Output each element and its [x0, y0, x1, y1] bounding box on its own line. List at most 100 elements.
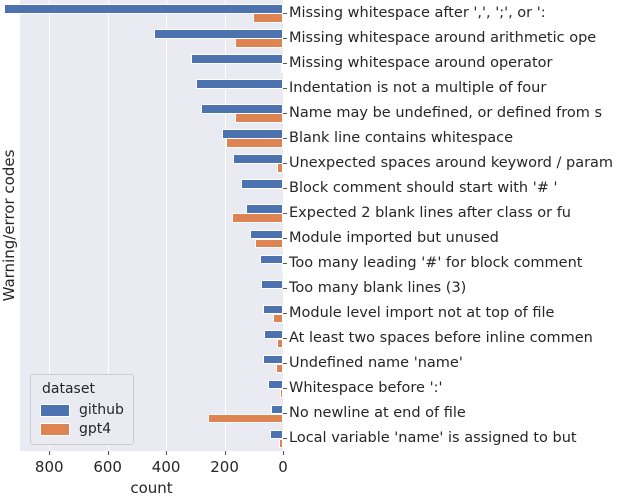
legend-label-gpt4: gpt4	[79, 421, 112, 437]
legend-title: dataset	[42, 381, 95, 397]
y-tick	[283, 288, 287, 290]
bar-row	[20, 326, 283, 351]
gridline-400	[166, 0, 168, 451]
bar-row	[20, 376, 283, 401]
y-tick-label: Too many blank lines (3)	[289, 280, 467, 297]
bar-gpt4[interactable]	[226, 138, 283, 148]
y-tick	[283, 137, 287, 139]
x-tick	[166, 451, 168, 455]
y-tick-label: No newline at end of file	[289, 405, 466, 422]
bar-gpt4[interactable]	[282, 263, 285, 274]
y-tick-label: Module imported but unused	[289, 230, 499, 247]
bar-row	[20, 226, 283, 251]
bar-github[interactable]	[268, 379, 283, 390]
y-tick-label: Expected 2 blank lines after class or fu	[289, 204, 571, 221]
y-tick-label: Missing whitespace around arithmetic ope	[289, 29, 597, 46]
y-tick	[283, 238, 287, 240]
y-tick	[283, 112, 287, 114]
bar-row	[20, 50, 283, 75]
y-tick-label: Too many leading '#' for block comment	[289, 255, 583, 272]
bar-github[interactable]	[263, 354, 283, 365]
y-tick	[283, 212, 287, 214]
bar-gpt4[interactable]	[277, 338, 283, 349]
y-tick	[283, 37, 287, 39]
bar-gpt4[interactable]	[277, 163, 283, 173]
bar-github[interactable]	[264, 329, 283, 340]
y-tick-label: At least two spaces before inline commen	[289, 330, 593, 347]
bar-gpt4[interactable]	[231, 213, 283, 223]
bar-github[interactable]	[153, 29, 283, 39]
x-tick	[49, 451, 51, 455]
y-tick	[283, 388, 287, 390]
bar-github[interactable]	[260, 279, 283, 290]
x-tick	[283, 451, 284, 455]
x-tick-label: 200	[210, 458, 239, 476]
bar-row	[20, 25, 283, 50]
bar-row	[20, 401, 283, 426]
y-tick	[283, 12, 287, 14]
y-tick	[283, 438, 287, 440]
bar-gpt4[interactable]	[235, 113, 283, 123]
bar-row	[20, 251, 285, 276]
bar-row	[20, 276, 283, 301]
y-tick	[283, 363, 287, 365]
bar-github[interactable]	[196, 79, 283, 89]
y-tick	[283, 162, 287, 164]
x-axis-title: count	[130, 479, 173, 497]
legend-item-gpt4[interactable]: gpt4	[40, 421, 124, 437]
bar-github[interactable]	[269, 429, 283, 440]
gridline-800	[49, 0, 51, 451]
y-tick-label: Whitespace before ':'	[289, 380, 443, 397]
x-tick	[224, 451, 226, 455]
bar-github[interactable]	[190, 54, 283, 64]
y-tick-label: Module level import not at top of file	[289, 305, 555, 322]
legend-label-github: github	[79, 402, 124, 418]
bar-github[interactable]	[3, 4, 283, 14]
bar-gpt4[interactable]	[280, 63, 283, 73]
x-tick-label: 0	[278, 458, 288, 476]
bar-row	[20, 426, 283, 451]
y-tick-label: Blank line contains whitespace	[289, 129, 514, 146]
bar-gpt4[interactable]	[279, 388, 283, 399]
bar-gpt4[interactable]	[273, 313, 283, 324]
bar-row	[20, 100, 283, 125]
y-tick	[283, 87, 287, 89]
bar-gpt4[interactable]	[252, 13, 283, 23]
legend-swatch-gpt4	[40, 422, 70, 436]
y-tick-label: Undefined name 'name'	[289, 355, 463, 372]
bar-row	[20, 175, 283, 200]
gridline-200	[224, 0, 226, 451]
bar-gpt4[interactable]	[235, 38, 283, 48]
bar-gpt4[interactable]	[208, 413, 283, 424]
bar-row	[20, 200, 283, 225]
y-tick-label: Block comment should start with '# '	[289, 179, 558, 196]
y-tick-label: Missing whitespace around operator	[289, 54, 553, 71]
y-tick-label: Local variable 'name' is assigned to but	[289, 430, 577, 447]
y-tick	[283, 263, 287, 265]
bar-row	[20, 75, 283, 100]
gridline-0	[283, 0, 284, 451]
legend-item-github[interactable]: github	[40, 402, 124, 418]
bar-github[interactable]	[259, 254, 283, 265]
y-tick	[283, 62, 287, 64]
y-tick	[283, 338, 287, 340]
y-axis-title: Warning/error codes	[0, 149, 18, 302]
x-tick-label: 800	[34, 458, 64, 476]
bar-gpt4[interactable]	[255, 238, 283, 249]
bar-row	[20, 150, 283, 175]
bar-github[interactable]	[240, 179, 283, 189]
legend-items: github gpt4	[40, 402, 124, 437]
bar-github[interactable]	[233, 154, 283, 164]
y-tick	[283, 313, 287, 315]
y-tick-label: Missing whitespace after ',', ';', or ':	[289, 4, 546, 21]
x-tick-label: 600	[93, 458, 122, 476]
bar-github[interactable]	[263, 304, 283, 315]
legend: dataset github gpt4	[30, 374, 134, 445]
y-tick-label: Indentation is not a multiple of four	[289, 79, 547, 96]
bar-gpt4[interactable]	[278, 438, 283, 449]
bar-gpt4[interactable]	[276, 363, 283, 374]
bar-row	[20, 125, 283, 150]
bar-row	[20, 351, 283, 376]
y-tick	[283, 413, 287, 415]
